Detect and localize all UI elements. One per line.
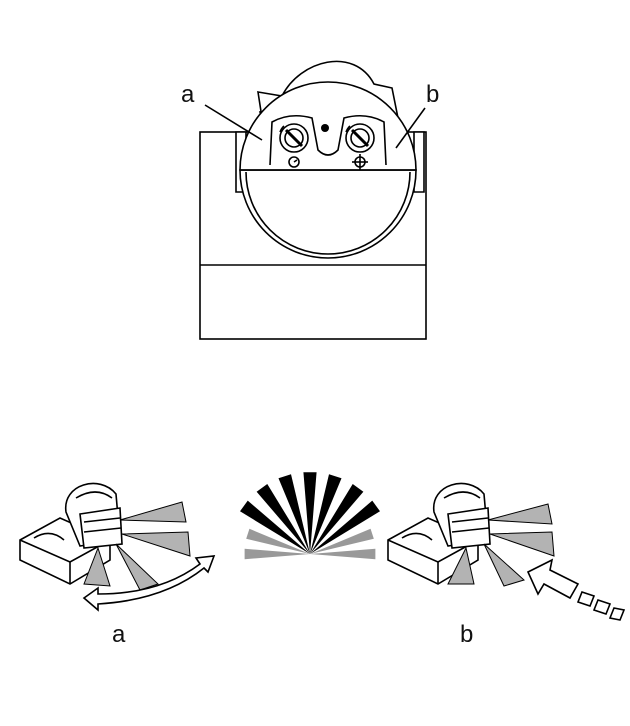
fan-segment [310, 548, 376, 560]
fan-segment [303, 472, 317, 554]
fan-segment [246, 528, 310, 554]
detection-beam [489, 531, 555, 557]
time-knob [279, 123, 309, 153]
label-top-b: b [426, 81, 439, 108]
sensor-approach-view: b [387, 482, 626, 648]
fan-segment [310, 474, 342, 554]
sensor-head-lens [79, 507, 123, 549]
label-bottom-a: a [112, 621, 126, 648]
indicator-dot [321, 124, 329, 132]
sensor-rotation-view: a [19, 482, 216, 648]
approach-trail [608, 607, 626, 621]
detection-beam [121, 531, 191, 557]
detection-beam [119, 501, 187, 523]
label-bottom-b: b [460, 621, 473, 648]
detection-beam [483, 543, 525, 587]
fan-segment [278, 474, 310, 554]
clock-icon [288, 156, 300, 168]
fan-segment [310, 500, 380, 554]
sensor-body-lower-inner [245, 171, 411, 255]
sensor-body-lower [239, 169, 417, 259]
lux-knob [345, 123, 375, 153]
approach-arrow [526, 558, 580, 600]
rotation-arrow [82, 555, 216, 612]
sensor-head-lens [447, 507, 491, 549]
knob-plate [269, 114, 387, 166]
leader-line-a [204, 104, 263, 141]
detection-beam [487, 503, 553, 525]
sensor-front-view: a b [181, 60, 439, 340]
detection-beam [447, 546, 475, 585]
sun-moon-icon [352, 154, 368, 170]
approach-trail [576, 591, 596, 607]
fan-segment [310, 528, 374, 554]
detection-beam [83, 546, 111, 587]
detection-beam [115, 543, 159, 591]
detection-fan [240, 472, 380, 560]
leader-line-b [395, 107, 426, 149]
fan-segment [256, 484, 310, 554]
fan-segment [244, 548, 310, 560]
label-top-a: a [181, 81, 195, 108]
fan-segment [240, 500, 310, 554]
fan-segment [310, 484, 364, 554]
approach-trail [592, 599, 612, 615]
sensor-base-cutout [33, 532, 65, 541]
